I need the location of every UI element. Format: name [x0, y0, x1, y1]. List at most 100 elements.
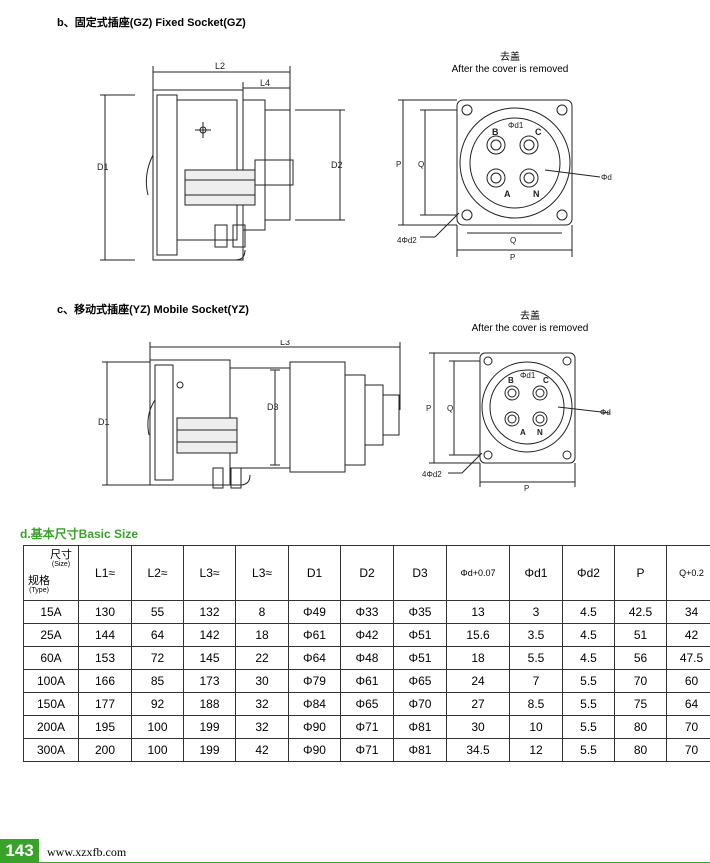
table-cell: Φ71	[340, 715, 394, 739]
column-header: P	[614, 545, 667, 601]
column-header: D3	[393, 545, 447, 601]
table-cell: 70	[614, 669, 667, 693]
table-row: 150A 177 92 188 32 Φ84 Φ65 Φ70 27 8.5 5.…	[23, 692, 710, 716]
table-cell: 15A	[23, 600, 79, 624]
section-title-mobile: c、移动式插座(YZ) Mobile Socket(YZ)	[57, 304, 249, 316]
column-header: Q+0.2	[666, 545, 710, 601]
column-header: Φd1	[509, 545, 563, 601]
table-cell: Φ35	[393, 600, 447, 624]
table-cell: 72	[131, 646, 184, 670]
table-cell: 100	[131, 738, 184, 762]
table-cell: 199	[183, 738, 236, 762]
table-cell: 8.5	[509, 692, 563, 716]
pin-label-C: C	[535, 127, 542, 137]
table-cell: 4.5	[562, 600, 615, 624]
table-cell: 7	[509, 669, 563, 693]
table-cell: 5.5	[509, 646, 563, 670]
table-cell: 4.5	[562, 623, 615, 647]
footer-website[interactable]: www.xzxfb.com	[47, 845, 127, 859]
table-cell: Φ81	[393, 715, 447, 739]
table-row: 60A 153 72 145 22 Φ64 Φ48 Φ51 18 5.5 4.5…	[23, 646, 710, 670]
table-cell: Φ65	[340, 692, 394, 716]
table-cell: 42.5	[614, 600, 667, 624]
table-cell: 100A	[23, 669, 79, 693]
dim-D3: D3	[267, 402, 279, 412]
dim-P-horizontal-mobile: P	[524, 484, 529, 493]
table-cell: 80	[614, 738, 667, 762]
cover-caption-bottom: 去盖 After the cover is removed	[450, 311, 610, 335]
table-cell: 51	[614, 623, 667, 647]
table-cell: 70	[666, 738, 710, 762]
table-cell: 144	[78, 623, 132, 647]
table-cell: 200	[78, 738, 132, 762]
table-cell: 47.5	[666, 646, 710, 670]
table-cell: 32	[235, 715, 289, 739]
table-cell: Φ49	[288, 600, 341, 624]
table-cell: 132	[183, 600, 236, 624]
dim-P-vertical-mobile: P	[426, 404, 431, 413]
cover-caption-top: 去盖 After the cover is removed	[430, 52, 590, 76]
table-cell: 150A	[23, 692, 79, 716]
table-cell: 195	[78, 715, 132, 739]
table-cell: 173	[183, 669, 236, 693]
dim-D1: D1	[97, 162, 109, 172]
table-cell: Φ90	[288, 738, 341, 762]
fixed-socket-side-drawing: L2 L4 D1 D2	[97, 61, 345, 261]
table-cell: 80	[614, 715, 667, 739]
dim-L3: L3	[280, 340, 290, 347]
table-cell: 92	[131, 692, 184, 716]
table-cell: Φ81	[393, 738, 447, 762]
table-row: 15A 130 55 132 8 Φ49 Φ33 Φ35 13 3 4.5 42…	[23, 600, 710, 624]
dim-P-horizontal: P	[510, 253, 515, 262]
column-header: L3≈	[235, 545, 289, 601]
fixed-socket-front-drawing: B C A N Φd1 Φd P Q Q P 4Φd2	[396, 99, 612, 262]
table-corner-cell: 尺寸(Size) 规格(Type)	[23, 545, 79, 601]
page-number: 143	[0, 839, 39, 863]
table-cell: 100	[131, 715, 184, 739]
table-row: 25A 144 64 142 18 Φ61 Φ42 Φ51 15.6 3.5 4…	[23, 623, 710, 647]
pin-label-C-mobile: C	[543, 376, 549, 385]
table-row: 200A 195 100 199 32 Φ90 Φ71 Φ81 30 10 5.…	[23, 715, 710, 739]
table-cell: Φ33	[340, 600, 394, 624]
dim-P-vertical: P	[396, 160, 401, 169]
table-cell: 5.5	[562, 738, 615, 762]
pin-label-N: N	[533, 189, 540, 199]
table-cell: 4.5	[562, 646, 615, 670]
section-title-fixed: b、固定式插座(GZ) Fixed Socket(GZ)	[57, 17, 246, 29]
table-cell: 55	[131, 600, 184, 624]
table-cell: 3.5	[509, 623, 563, 647]
pin-label-N-mobile: N	[537, 428, 543, 437]
pin-label-B-mobile: B	[508, 376, 514, 385]
column-header: L1≈	[78, 545, 132, 601]
table-cell: 22	[235, 646, 289, 670]
table-cell: 166	[78, 669, 132, 693]
table-cell: 300A	[23, 738, 79, 762]
cover-caption-en: After the cover is removed	[451, 64, 569, 75]
basic-size-table: 尺寸(Size) 规格(Type) L1≈ L2≈ L3≈ L3≈ D1 D2 …	[23, 545, 710, 762]
dim-Q-horizontal: Q	[510, 236, 516, 245]
table-cell: 64	[131, 623, 184, 647]
table-cell: 5.5	[562, 669, 615, 693]
corner-size-label-en: (Size)	[51, 561, 71, 568]
column-header: L3≈	[183, 545, 236, 601]
dim-D1-mobile: D1	[98, 417, 110, 427]
table-cell: Φ79	[288, 669, 341, 693]
dim-d2-mobile: 4Φd2	[422, 470, 442, 479]
corner-size-label: 尺寸	[50, 549, 72, 561]
table-cell: Φ71	[340, 738, 394, 762]
dim-L4: L4	[260, 78, 270, 88]
dim-L2: L2	[215, 61, 225, 71]
table-cell: 30	[235, 669, 289, 693]
mobile-socket-front-drawing: B C A N Φd1 Φd P Q P 4Φd2	[422, 352, 611, 493]
basic-size-title: d.基本尺寸Basic Size	[20, 527, 139, 541]
column-header: Φd2	[562, 545, 615, 601]
table-cell: 34	[666, 600, 710, 624]
table-cell: 199	[183, 715, 236, 739]
table-cell: 145	[183, 646, 236, 670]
table-cell: 42	[235, 738, 289, 762]
column-header: Φd+0.07	[446, 545, 510, 601]
table-cell: 8	[235, 600, 289, 624]
table-cell: 5.5	[562, 715, 615, 739]
table-cell: 60	[666, 669, 710, 693]
table-cell: 13	[446, 600, 510, 624]
